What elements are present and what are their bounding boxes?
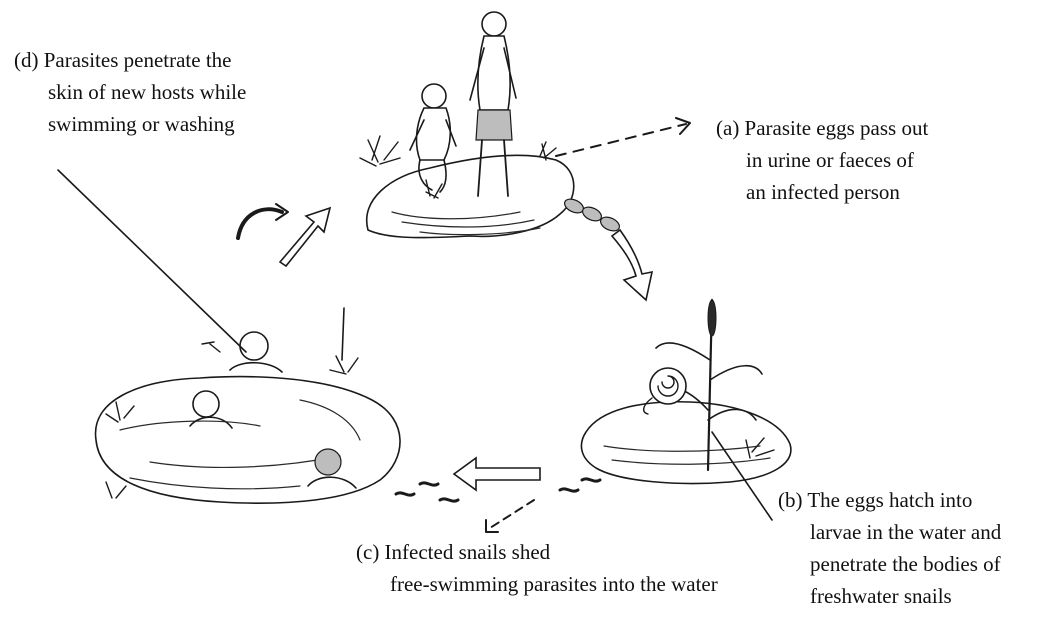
arrow-d-to-a [238,204,330,266]
label-d-line3: swimming or washing [14,108,246,140]
label-a-line1: (a) Parasite eggs pass out [716,112,928,144]
snail-icon [644,368,686,414]
label-b-line1: (b) The eggs hatch into [778,484,1001,516]
label-c-line1: (c) Infected snails shed [356,536,718,568]
arrow-b-to-c [396,458,600,501]
arrow-a-to-b [612,230,652,300]
label-b-line3: penetrate the bodies of [778,548,1001,580]
infected-people-scene [360,12,574,238]
label-stage-a: (a) Parasite eggs pass out in urine or f… [716,112,928,208]
pointer-line-d [58,170,246,352]
swimmer-figure-1 [202,332,282,372]
label-d-line2: skin of new hosts while [14,76,246,108]
label-stage-c: (c) Infected snails shed free-swimming p… [356,536,718,600]
arrow-to-label-a [556,118,690,156]
snail-pond-scene [581,300,790,483]
eggs-icon [562,196,621,233]
label-a-line2: in urine or faeces of [716,144,928,176]
swimmer-figure-3 [308,449,356,488]
crouching-child-figure [410,84,456,192]
label-c-line2: free-swimming parasites into the water [356,568,718,600]
swimmer-figure-2 [190,391,232,428]
label-d-line1: (d) Parasites penetrate the [14,44,246,76]
label-a-line3: an infected person [716,176,928,208]
label-b-line4: freshwater snails [778,580,1001,612]
label-stage-b: (b) The eggs hatch into larvae in the wa… [778,484,1001,612]
swimming-people-scene [96,308,401,503]
arrow-to-label-c [486,500,534,532]
standing-boy-figure [470,12,516,196]
label-b-line2: larvae in the water and [778,516,1001,548]
label-stage-d: (d) Parasites penetrate the skin of new … [14,44,246,140]
